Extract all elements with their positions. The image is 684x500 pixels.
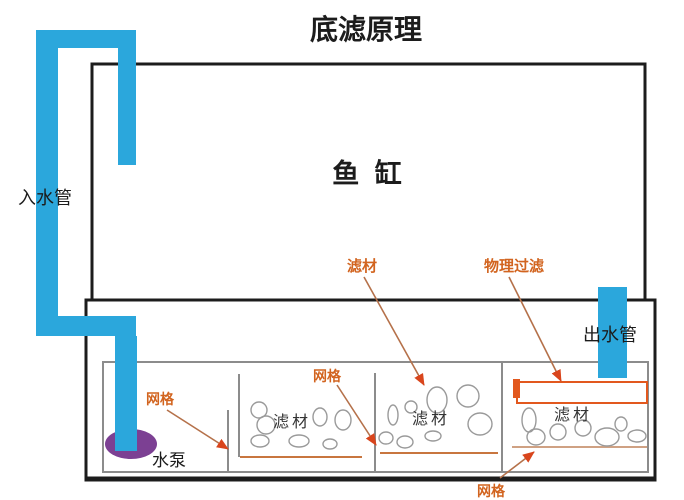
cabinet-box xyxy=(84,298,657,482)
inlet-pipe-top-horizontal xyxy=(36,30,136,48)
media-oval xyxy=(387,404,399,426)
media-oval xyxy=(396,435,414,449)
media-oval xyxy=(521,407,537,433)
water-pump-label: 水泵 xyxy=(152,451,186,470)
media-oval xyxy=(627,429,647,443)
tray-end-cap xyxy=(513,379,520,398)
inlet-pipe-pump-riser xyxy=(115,336,137,451)
annotation-physical-filtration-label: 物理过滤 xyxy=(484,257,544,275)
inlet-pipe-lower-horizontal xyxy=(36,316,136,336)
inlet-pipe-tank-drop xyxy=(118,48,136,165)
media-oval xyxy=(312,407,328,427)
media-oval xyxy=(250,434,270,448)
annotation-media-label: 滤材 xyxy=(347,257,377,275)
filter-media-comp2 xyxy=(250,401,352,450)
media-oval xyxy=(594,427,620,447)
arrow-media xyxy=(363,276,425,386)
media-oval xyxy=(549,423,567,441)
media-oval xyxy=(378,431,394,445)
page-title: 底滤原理 xyxy=(310,14,422,45)
inlet-pipe-left-vertical xyxy=(36,30,58,328)
media-oval xyxy=(334,409,352,431)
annotation-grid-comp4-label: 网格 xyxy=(477,483,506,499)
media-label-comp2: 滤材 xyxy=(273,413,311,431)
media-oval xyxy=(256,415,276,435)
sump-outline xyxy=(102,361,649,473)
fish-tank-label: 鱼 缸 xyxy=(332,158,406,189)
media-oval xyxy=(424,430,442,442)
filter-media-comp4 xyxy=(521,407,647,447)
media-oval xyxy=(250,401,268,419)
sump-tank xyxy=(102,361,649,473)
media-oval xyxy=(404,400,418,414)
media-oval xyxy=(614,416,628,432)
filter-media-comp3 xyxy=(378,384,493,449)
media-label-comp4: 滤材 xyxy=(554,406,592,424)
arrow-grid-comp4 xyxy=(499,451,535,479)
annotation-grid-comp3-label: 网格 xyxy=(313,368,342,384)
media-oval xyxy=(288,434,310,448)
annotation-arrows xyxy=(166,276,562,479)
media-oval xyxy=(574,419,592,437)
media-oval xyxy=(526,428,546,446)
media-oval xyxy=(322,438,338,450)
media-oval xyxy=(467,412,493,436)
media-oval xyxy=(456,384,480,408)
outlet-pipe xyxy=(598,287,627,378)
inlet-pipe xyxy=(36,30,137,451)
outlet-pipe-label: 出水管 xyxy=(583,325,637,345)
annotation-grid-comp2-label: 网格 xyxy=(146,391,175,407)
physical-filter-tray xyxy=(513,379,648,404)
arrow-grid-comp2 xyxy=(166,409,229,450)
media-label-comp3: 滤材 xyxy=(412,410,450,428)
inlet-pipe-label: 入水管 xyxy=(18,188,72,208)
arrow-grid-comp3 xyxy=(336,384,377,446)
arrow-physical-filtration xyxy=(508,276,562,382)
tray-outline xyxy=(516,381,648,404)
media-oval xyxy=(426,386,448,414)
